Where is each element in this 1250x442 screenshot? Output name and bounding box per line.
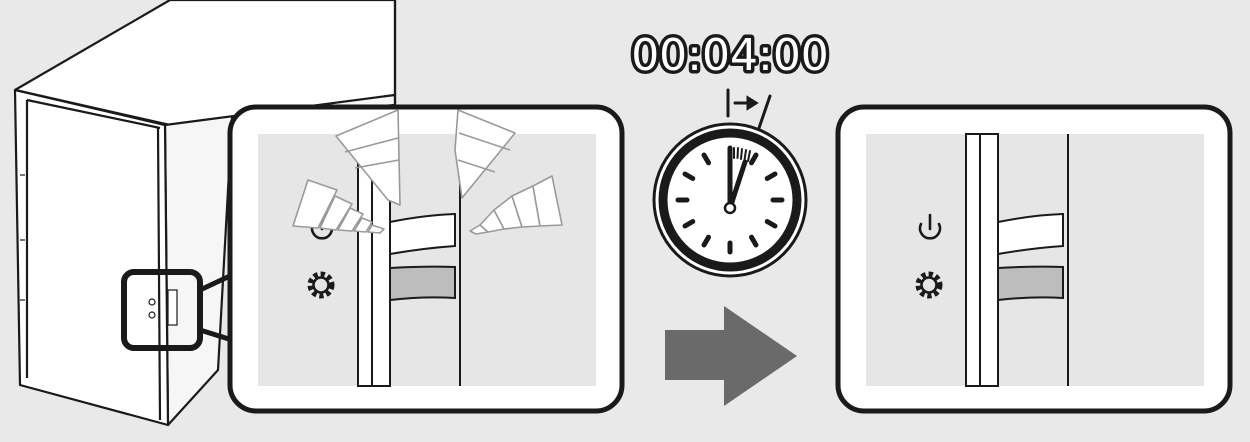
device-status-led-icon <box>148 311 156 319</box>
device-power-led-icon <box>148 298 156 306</box>
start-timer-icon <box>726 88 772 130</box>
status-led-lens-steady <box>997 265 1064 302</box>
power-led-lens <box>389 212 456 256</box>
stopwatch-icon <box>652 122 808 278</box>
zoom-panel-steady <box>835 104 1233 414</box>
gear-icon <box>307 271 335 299</box>
elapsed-time-label: 00:04:00 <box>631 30 829 81</box>
zoom-panel-blinking <box>227 104 625 414</box>
status-led-lens <box>389 265 456 302</box>
nas-device <box>13 0 397 427</box>
power-icon <box>918 213 942 240</box>
gear-icon <box>915 271 943 299</box>
blink-rays <box>292 109 563 235</box>
right-arrow-icon <box>665 306 797 406</box>
stopwatch-group: 00:04:00 <box>628 27 832 278</box>
device-indicator-highlight <box>121 269 234 351</box>
power-led-lens-steady <box>997 212 1064 256</box>
